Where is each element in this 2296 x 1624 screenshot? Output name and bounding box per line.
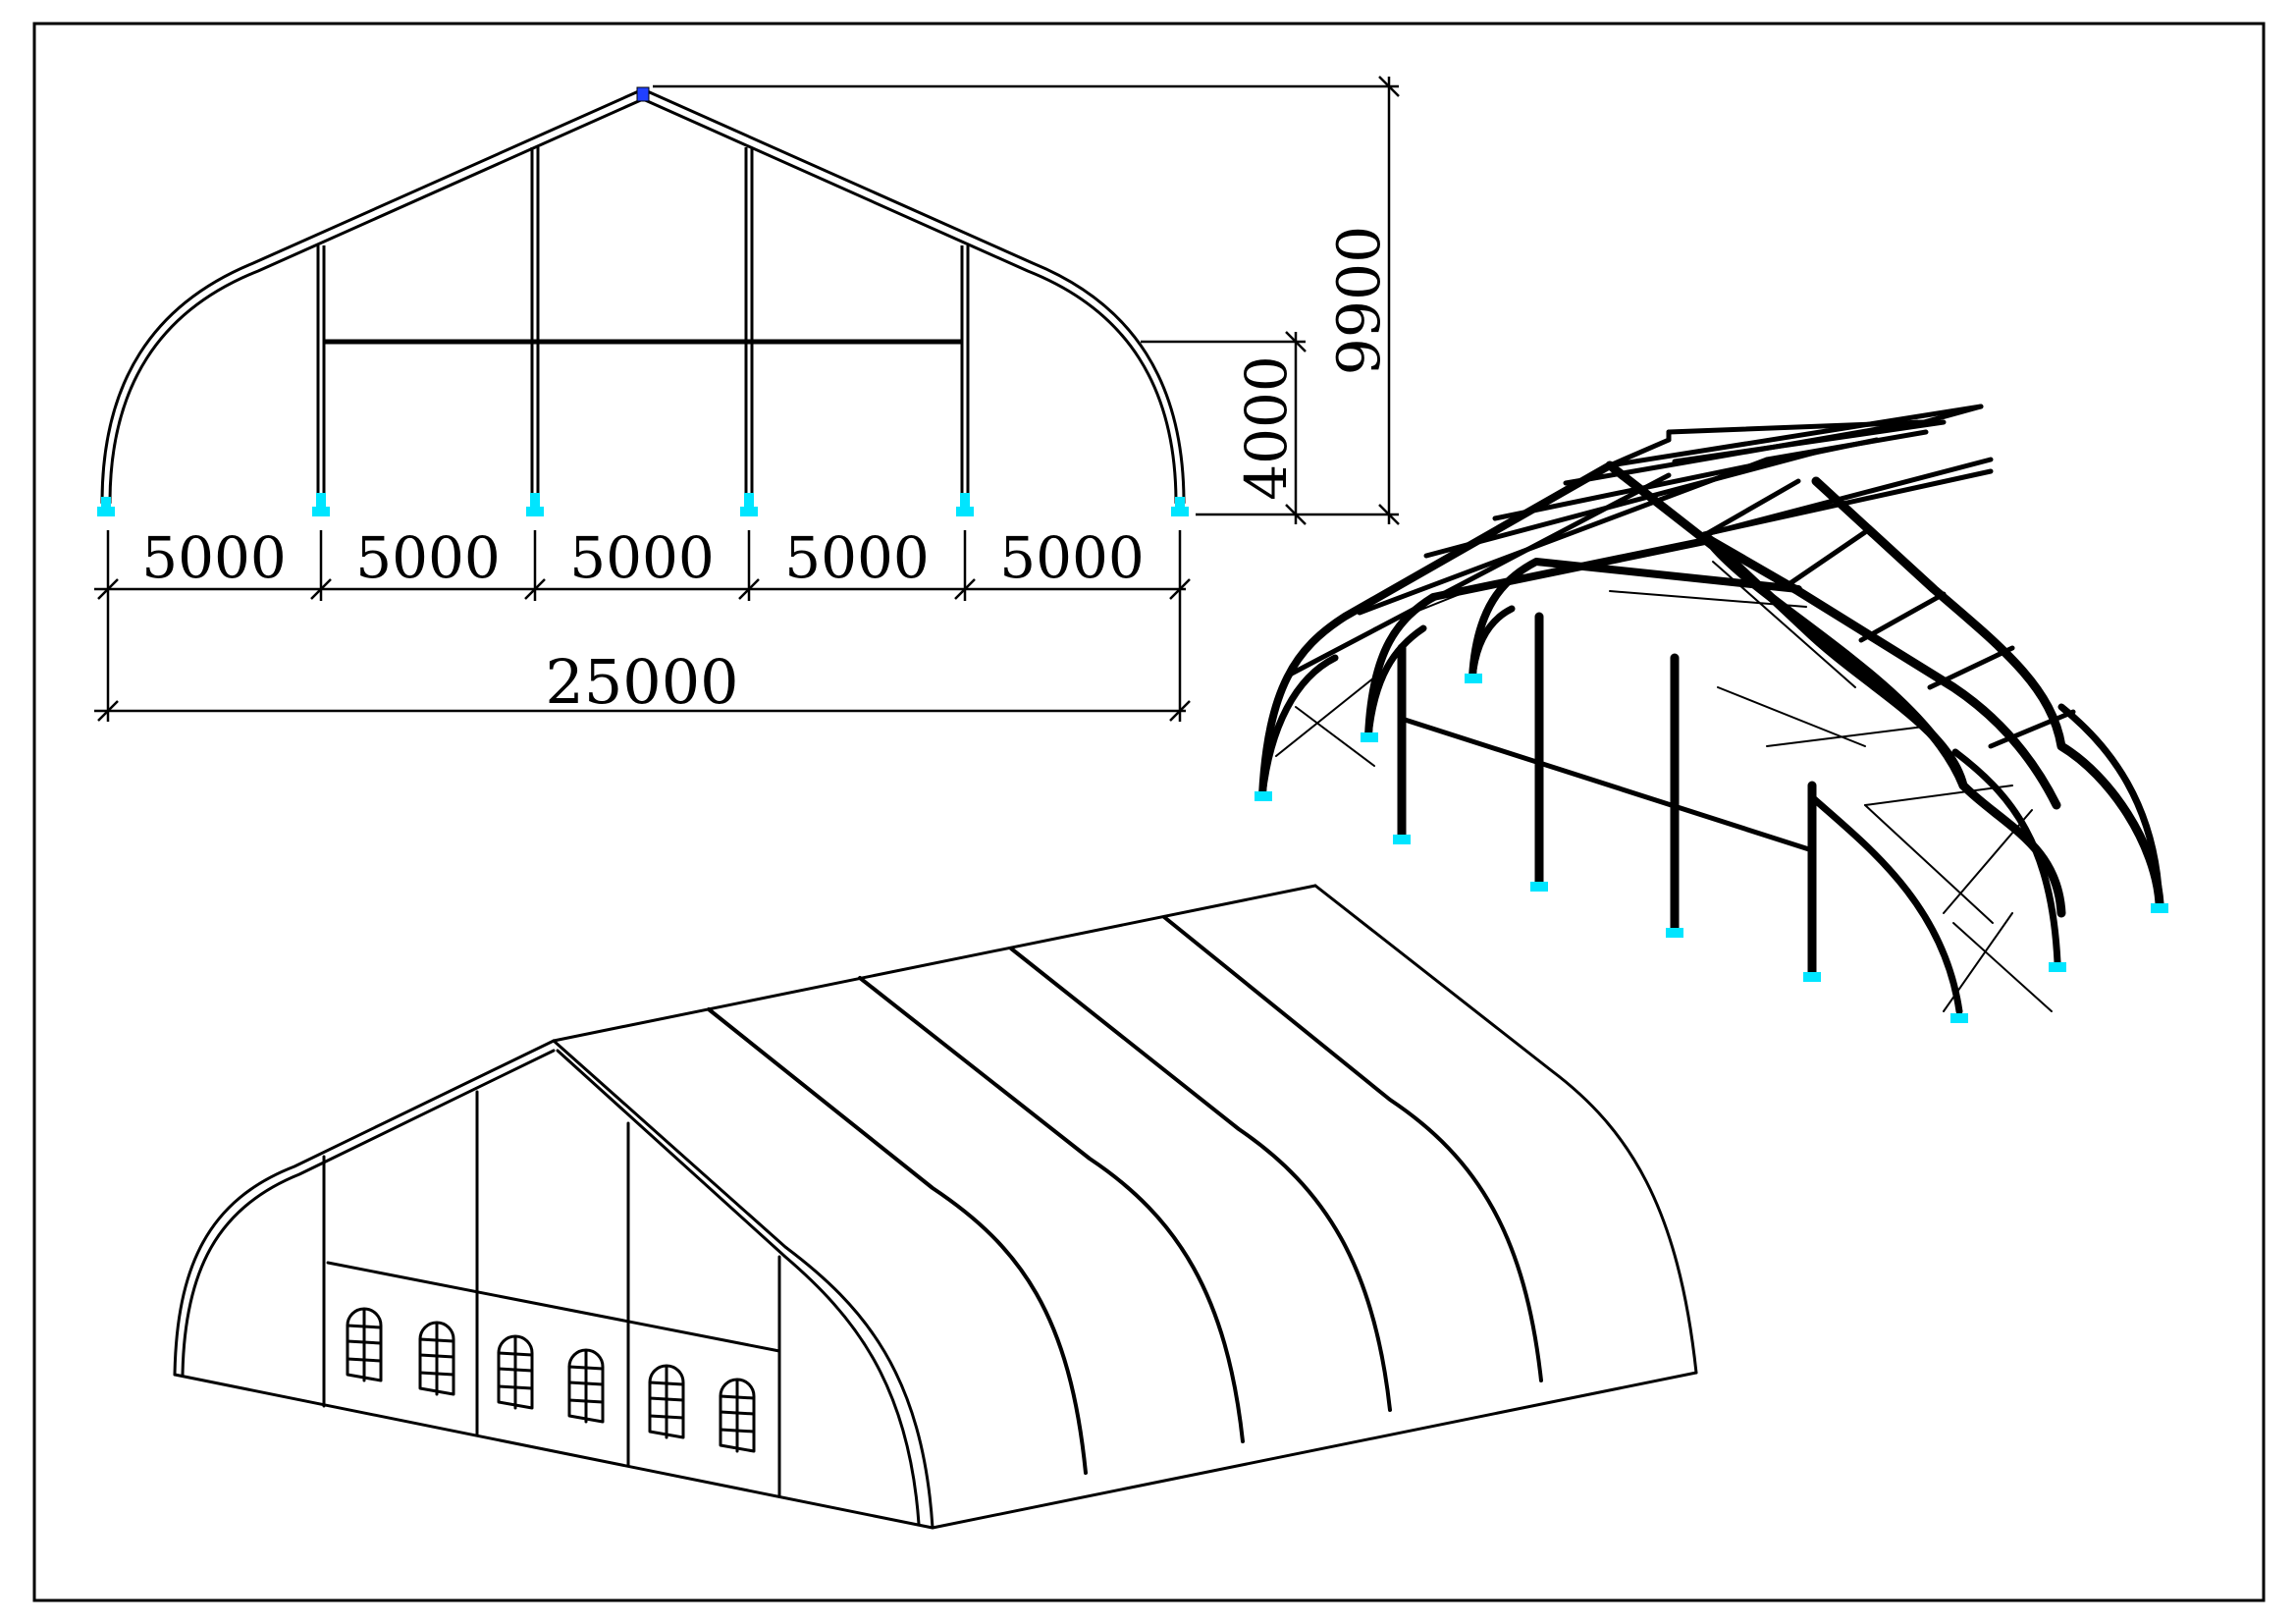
bay-dimension-2: 5000 (355, 524, 501, 591)
bay-dimension-3: 5000 (569, 524, 715, 591)
window-1 (346, 1307, 383, 1382)
tent-ridge (552, 884, 1317, 1043)
frame-end-arches (1258, 605, 2163, 1015)
elevation-left-arch (100, 87, 645, 505)
bay-dimension-5: 5000 (999, 524, 1145, 591)
elevation-right-arch-inner (641, 97, 1178, 505)
tent-gable-left-arch (173, 1039, 556, 1377)
frame-base-plates (1255, 674, 2168, 1023)
tent-window-wall-top (326, 1261, 781, 1353)
ridge-height-dimension: 9900 (1325, 226, 1394, 376)
frame-rafters (1605, 460, 2164, 918)
elevation-columns (316, 147, 970, 503)
window-4 (567, 1348, 605, 1424)
apex-fitting (636, 86, 650, 102)
elevation-right-arch (641, 87, 1186, 505)
tent-side-base (931, 1371, 1698, 1530)
tent-back-end (1313, 884, 1698, 1375)
tent-gable-right-arch-inner (556, 1049, 921, 1526)
window-6 (719, 1378, 756, 1453)
tent-perspective (173, 884, 1698, 1530)
frame-base-beam (1399, 716, 1815, 853)
frame-columns (1397, 612, 1817, 977)
window-3 (497, 1334, 534, 1410)
tent-front-base (173, 1373, 934, 1530)
frame-long-rafters (1607, 404, 1994, 537)
elevation-base-plates (97, 493, 1189, 516)
tent-gable-right-arch (552, 1039, 934, 1530)
tent-windows (346, 1307, 756, 1453)
frame-bracing (1275, 561, 2053, 1012)
total-width-dimension: 25000 (545, 646, 738, 718)
drawing-border (32, 22, 2266, 1602)
tent-roof-seams (707, 915, 1543, 1475)
window-2 (418, 1321, 455, 1396)
front-elevation: 5000 5000 5000 5000 5000 25000 4000 9900 (94, 76, 1400, 722)
window-5 (648, 1364, 685, 1439)
eave-height-dimension: 4000 (1233, 355, 1300, 501)
tent-gable-left-arch-inner (181, 1049, 556, 1377)
bay-dimension-1: 5000 (141, 524, 287, 591)
width-dimension-lines (94, 530, 1191, 722)
frame-isometric (1255, 404, 2168, 1023)
height-dimension-lines (653, 76, 1400, 525)
tent-front-columns (322, 1090, 781, 1498)
elevation-left-arch-inner (108, 97, 645, 505)
bay-dimension-4: 5000 (784, 524, 930, 591)
